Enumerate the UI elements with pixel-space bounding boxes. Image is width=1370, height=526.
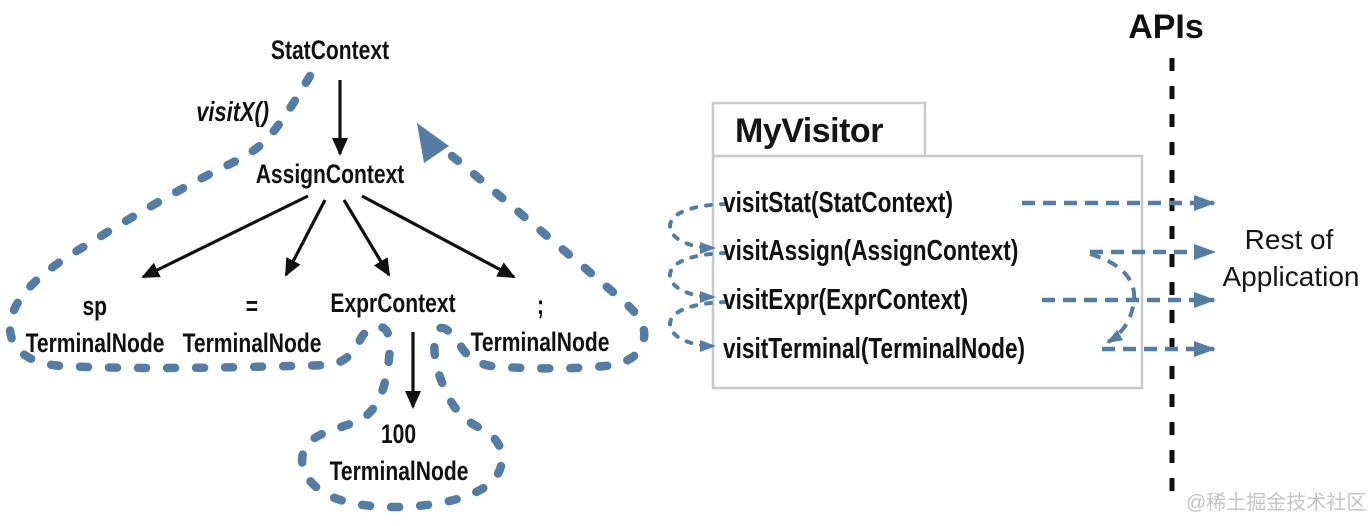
watermark: @稀土掘金技术社区 xyxy=(1186,492,1367,514)
arrow-assign-to-semi xyxy=(361,194,516,279)
arrow-assign-to-sp xyxy=(141,194,309,279)
visitor-box-body xyxy=(711,154,1144,390)
method-visitassign: visitAssign(AssignContext) xyxy=(723,235,1019,267)
apis-label: APIs xyxy=(1128,8,1204,46)
tree-leaf-sp: sp TerminalNode xyxy=(25,291,165,358)
return-curve-arrow xyxy=(1089,252,1137,344)
tree-node-statcontext: StatContext xyxy=(270,35,390,65)
tree-leaf-semicolon: ; TerminalNode xyxy=(470,290,610,357)
spiral-loop-2 xyxy=(667,251,728,303)
method-visitterminal: visitTerminal(TerminalNode) xyxy=(723,333,1026,365)
tree-traversal-path xyxy=(5,71,649,512)
visitor-box-title: MyVisitor xyxy=(735,112,883,150)
method-visitexpr: visitExpr(ExprContext) xyxy=(723,284,969,316)
method-visitstat: visitStat(StatContext) xyxy=(723,187,953,219)
spiral-loop-1 xyxy=(667,202,728,254)
spiral-loop-3 xyxy=(667,300,728,352)
application-label: Application xyxy=(1222,261,1360,292)
tree-node-assigncontext: AssignContext xyxy=(255,159,405,189)
arrow-assign-to-expr xyxy=(342,199,391,277)
traversal-arrowhead-icon xyxy=(417,123,449,163)
visitx-label: visitX() xyxy=(196,96,270,127)
arrow-assign-to-eq xyxy=(284,199,327,277)
visitor-box-header xyxy=(711,101,927,158)
tree-leaf-equals: = TerminalNode xyxy=(182,291,322,358)
tree-leaf-100: 100 TerminalNode xyxy=(329,419,469,486)
tree-node-exprcontext: ExprContext xyxy=(330,288,456,318)
rest-of-label: Rest of xyxy=(1244,224,1334,255)
